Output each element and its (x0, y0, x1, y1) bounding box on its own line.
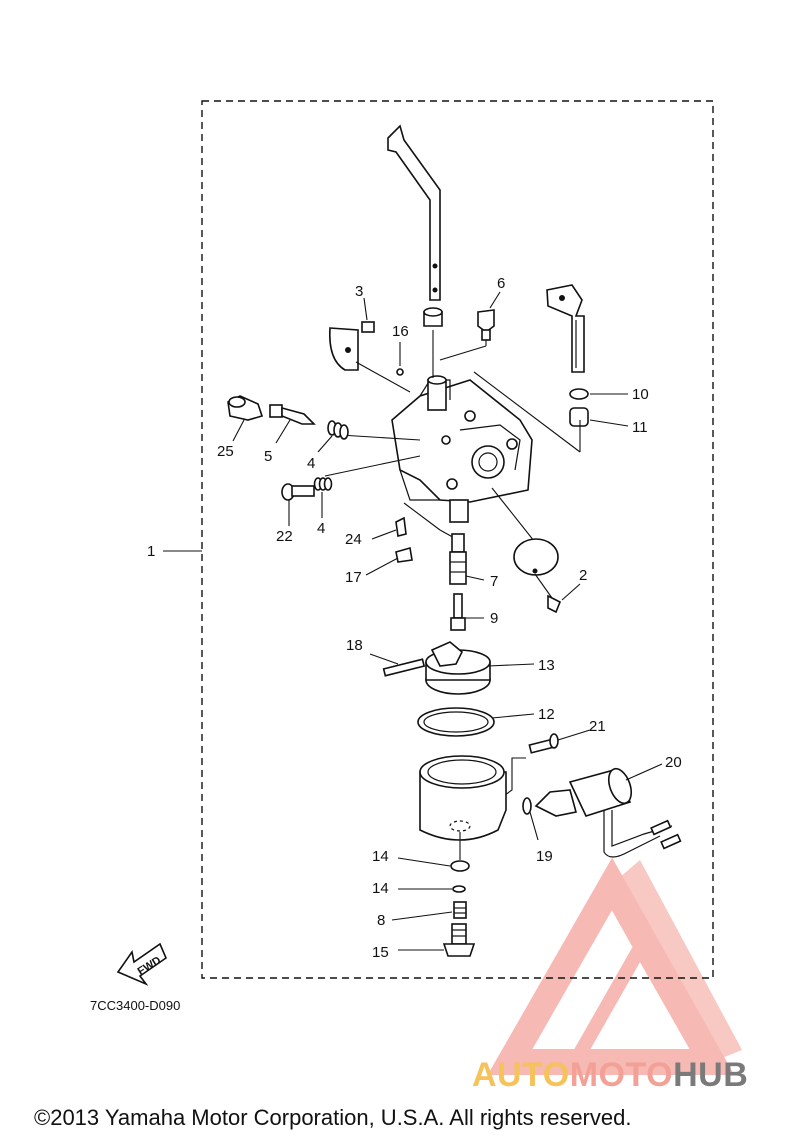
watermark-hub: HUB (673, 1056, 748, 1094)
needle-screw-5 (269, 404, 316, 425)
choke-lever (546, 284, 585, 373)
callout-24: 24 (345, 531, 362, 548)
callout-20: 19 (536, 848, 553, 865)
callout-25: 25 (217, 443, 234, 460)
ball-17 (396, 368, 404, 376)
copyright-notice: ©2013 Yamaha Motor Corporation, U.S.A. A… (34, 1105, 631, 1130)
callout-1: 1 (147, 543, 155, 560)
diagram-code: 7CC3400-D090 (90, 998, 180, 1013)
callout-8: 8 (377, 912, 385, 929)
screw-6 (477, 309, 495, 341)
callout-23: 22 (276, 528, 293, 545)
plate-with-screw-3 (328, 321, 375, 371)
callout-15: 14 (372, 848, 389, 865)
main-nozzle-7 (449, 533, 467, 585)
spring-4-lower (313, 477, 333, 491)
callout-19: 18 (346, 637, 363, 654)
pin-24 (395, 516, 407, 537)
watermark-moto: MOTO (570, 1056, 673, 1094)
o-ring-14 (452, 885, 466, 893)
callout-14: 14 (372, 880, 389, 897)
gasket-12 (417, 707, 495, 737)
screw-23 (281, 483, 315, 501)
washer-10 (569, 388, 589, 400)
assembly-boundary (201, 100, 714, 979)
watermark-brand: AUTOMOTOHUB (472, 1056, 748, 1094)
float-bowl (419, 755, 507, 841)
callout-17: 16 (392, 323, 409, 340)
bushing-11 (569, 407, 589, 427)
o-ring-20 (522, 797, 532, 815)
float-13 (425, 641, 491, 695)
clip-18 (395, 546, 413, 563)
callout-10: 10 (632, 386, 649, 403)
throttle-lever (387, 124, 441, 301)
callout-6: 6 (497, 275, 505, 292)
drain-bolt-16 (442, 923, 476, 957)
callout-4-lower: 4 (317, 520, 325, 537)
callout-18: 17 (345, 569, 362, 586)
spring-4-upper (327, 420, 349, 440)
callout-2: 2 (579, 567, 587, 584)
plug-top (423, 307, 443, 327)
callout-5: 5 (264, 448, 272, 465)
jet-8 (453, 901, 467, 919)
callout-22: 21 (589, 718, 606, 735)
carburetor-body (391, 375, 533, 523)
callout-9: 9 (490, 610, 498, 627)
callout-12: 12 (538, 706, 555, 723)
solenoid-21 (534, 767, 682, 858)
screw-22 (528, 733, 559, 754)
cap-25 (227, 395, 264, 421)
callout-7: 7 (490, 573, 498, 590)
callout-4-upper: 4 (307, 455, 315, 472)
callout-21: 20 (665, 754, 682, 771)
watermark-logo-triangle (487, 857, 742, 1075)
jet-9 (450, 593, 466, 631)
screw-2 (547, 594, 562, 614)
watermark-auto: AUTO (472, 1056, 570, 1094)
float-pin-19 (382, 658, 426, 677)
callout-3: 3 (355, 283, 363, 300)
gasket-15 (450, 860, 470, 872)
callout-11: 11 (632, 419, 648, 436)
fwd-arrow-icon: FWD (116, 942, 167, 986)
callout-13: 13 (538, 657, 555, 674)
callout-16: 15 (372, 944, 389, 961)
